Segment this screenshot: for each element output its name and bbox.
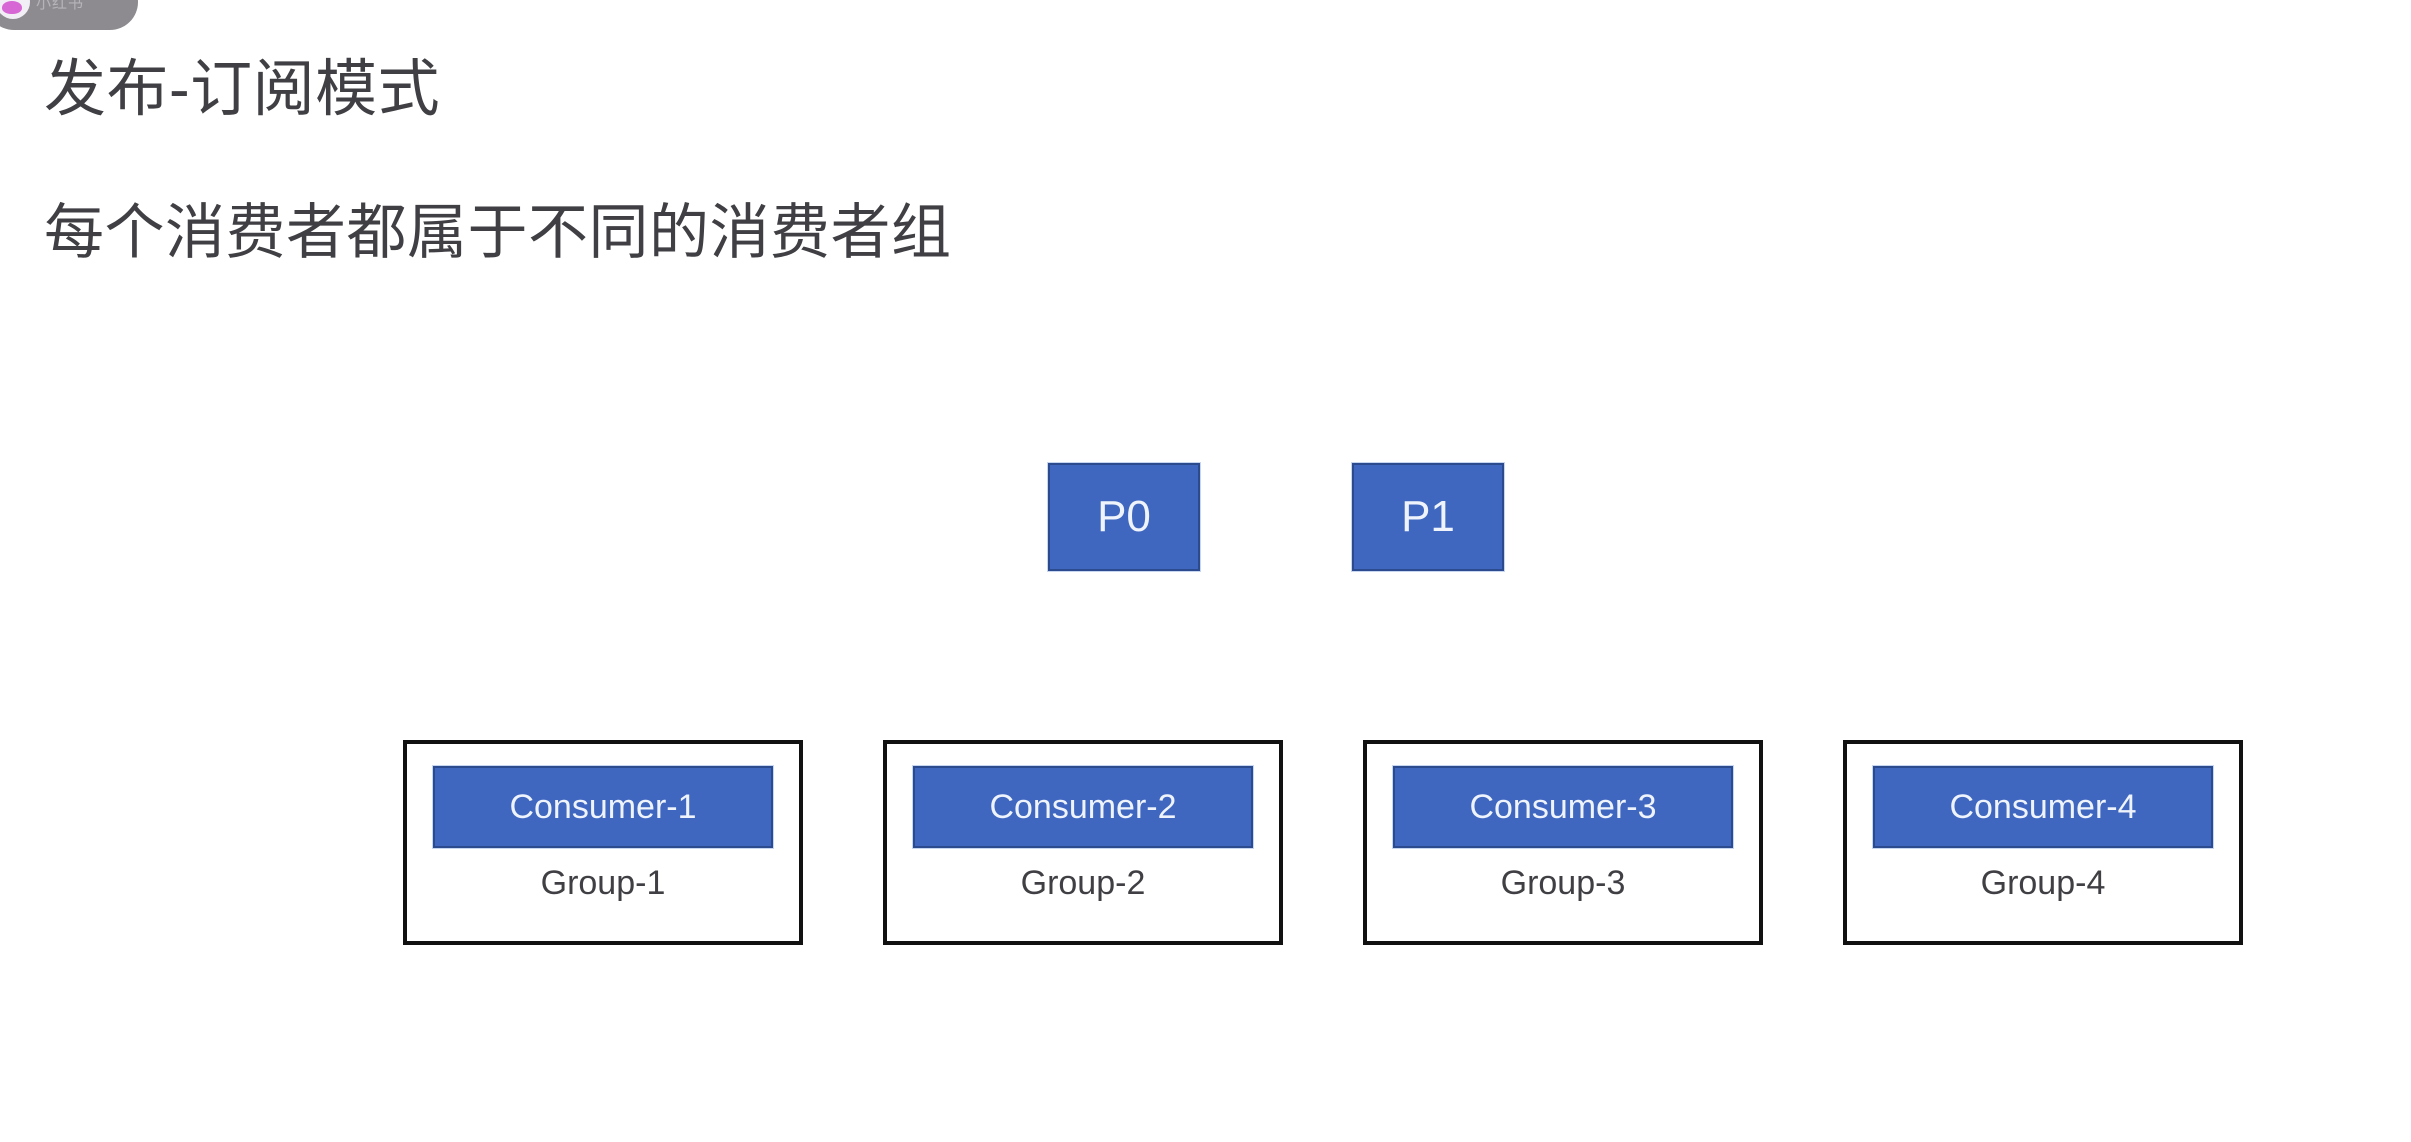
consumer-box: Consumer-2 bbox=[913, 766, 1253, 848]
consumer-group: Consumer-4 Group-4 bbox=[1843, 740, 2243, 945]
page-subtitle: 每个消费者都属于不同的消费者组 bbox=[44, 199, 952, 266]
group-label: Group-2 bbox=[1020, 864, 1146, 902]
consumer-box: Consumer-4 bbox=[1873, 766, 2213, 848]
avatar-circle-icon bbox=[0, 0, 30, 19]
consumer-group: Consumer-2 Group-2 bbox=[883, 740, 1283, 945]
consumer-group: Consumer-3 Group-3 bbox=[1363, 740, 1763, 945]
consumer-label: Consumer-4 bbox=[1949, 788, 2137, 826]
partition-label: P1 bbox=[1401, 492, 1455, 541]
consumer-box: Consumer-3 bbox=[1393, 766, 1733, 848]
partition-box: P1 bbox=[1352, 463, 1504, 571]
consumer-label: Consumer-2 bbox=[989, 788, 1177, 826]
consumer-groups-row: Consumer-1 Group-1 Consumer-2 Group-2 Co… bbox=[403, 740, 2243, 945]
consumer-label: Consumer-1 bbox=[509, 788, 697, 826]
partition-box: P0 bbox=[1048, 463, 1200, 571]
group-label: Group-4 bbox=[1980, 864, 2106, 902]
consumer-group: Consumer-1 Group-1 bbox=[403, 740, 803, 945]
consumer-label: Consumer-3 bbox=[1469, 788, 1657, 826]
consumer-box: Consumer-1 bbox=[433, 766, 773, 848]
group-label: Group-1 bbox=[540, 864, 666, 902]
watermark-label: 小红书 bbox=[36, 0, 85, 12]
partition-label: P0 bbox=[1097, 492, 1151, 541]
group-label: Group-3 bbox=[1500, 864, 1626, 902]
page-title: 发布-订阅模式 bbox=[44, 55, 441, 124]
watermark-badge: 小红书 bbox=[0, 0, 138, 30]
partition-row: P0 P1 bbox=[1048, 463, 1504, 571]
